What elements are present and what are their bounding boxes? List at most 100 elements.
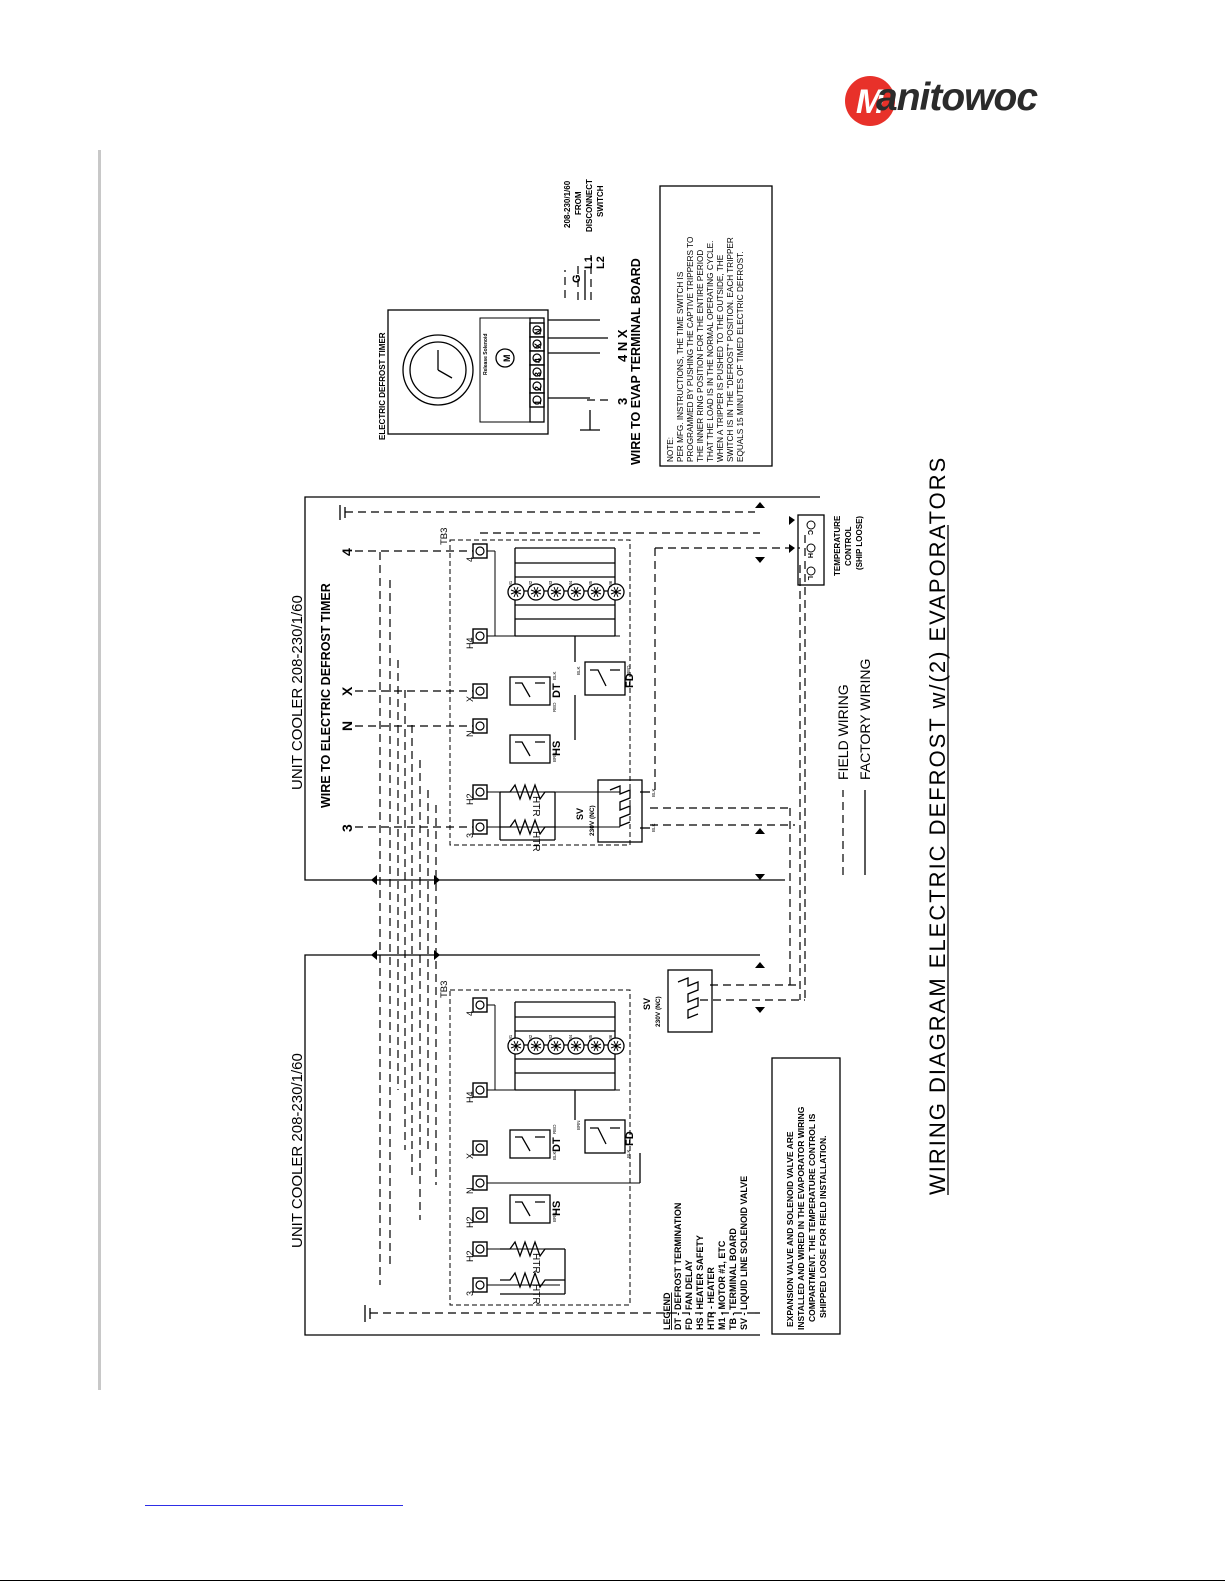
unit1-subtitle: WIRE TO ELECTRIC DEFROST TIMER <box>319 583 333 808</box>
unit1-htr-1: HTR <box>530 796 541 817</box>
footer-link-underline[interactable] <box>145 1505 403 1506</box>
supply-label-2: FROM <box>574 191 583 215</box>
supply-label-4: SWITCH <box>596 185 605 217</box>
expansion-note-4: SHIPPED LOOSE FOR FIELD INSTALLATION. <box>818 1136 828 1318</box>
unit2-htr-2: HTR <box>530 1284 541 1305</box>
note-line-1: NOTE: <box>666 437 675 462</box>
note-line-6: WHEN A TRIPPER IS PUSHED TO THE OUTSIDE,… <box>716 254 725 462</box>
unit2-term-h2b: H2 <box>465 1216 475 1228</box>
note-line-7: SWITCH IS IN THE "DEFROST" POSITION. EAC… <box>726 237 735 462</box>
timer-digit-4: 4 <box>533 358 543 363</box>
unit1-motor-4: M4 <box>568 580 573 587</box>
unit1-wire-code-2: RED <box>552 702 557 712</box>
note-line-2: PER MFG. INSTRUCTIONS, THE TIME SWITCH I… <box>676 271 685 462</box>
wire-label-4: 4 <box>339 548 355 556</box>
logo-mark-icon: M <box>845 76 895 126</box>
unit1-wire-code-5: BLK <box>576 666 581 675</box>
unit2-term-n: N <box>465 1188 475 1195</box>
supply-g: G <box>571 274 583 283</box>
unit1-wire-code-7: BLK <box>651 788 656 797</box>
unit1-term-h4: H4 <box>465 637 475 649</box>
timer-digit-n: N <box>533 329 543 336</box>
unit2-motor-4: M4 <box>568 1034 573 1041</box>
tc-label-2: CONTROL <box>844 526 853 566</box>
unit2-motor-2: M2 <box>528 1034 533 1041</box>
tc-term-c: C <box>806 530 813 535</box>
unit1-sv-rating: 230V (NC) <box>589 805 596 836</box>
manitowoc-logo: M anitowoc <box>842 70 1082 132</box>
note-line-5: THAT THE LOAD IS IN THE NORMAL OPERATING… <box>706 241 715 462</box>
expansion-note-3: COMPARTMENT. THE TEMPERATURE CONTROL IS <box>807 1113 817 1322</box>
wire-label-n: N <box>339 721 355 731</box>
timer-digit-1: 1 <box>533 400 543 405</box>
unit2-wire-code-1: BRN <box>552 1212 557 1222</box>
timer-terminal-4nx: 4 N X <box>615 329 630 362</box>
page-bottom-rule <box>0 1580 1225 1581</box>
legend-item-dt: DT - DEFROST TERMINATION <box>673 1203 683 1330</box>
unit2-tb-label: TB3 <box>439 981 450 998</box>
unit2-wire-code-4: BRN <box>576 1120 581 1130</box>
legend-item-sv: SV - LIQUID LINE SOLENOID VALVE <box>739 1176 749 1330</box>
unit2-term-3: 3 <box>465 1291 475 1296</box>
legend-item-hs: HS - HEATER SAFETY <box>695 1235 705 1330</box>
unit2-wire-code-2: BLK <box>552 1151 557 1160</box>
expansion-note-2: INSTALLED AND WIRED IN THE EVAPORATOR WI… <box>796 1106 806 1330</box>
tc-label-3: (SHIP LOOSE) <box>855 516 864 570</box>
unit1-term-n: N <box>465 731 475 738</box>
timer-solenoid-label: Release Solenoid <box>483 334 489 375</box>
logo-wordmark: anitowoc <box>876 76 1038 119</box>
logo-mark-letter: M <box>856 83 885 121</box>
unit1-motor-5: M5 <box>588 580 593 587</box>
legend-item-htr: HTR - HEATER <box>706 1267 716 1330</box>
unit2-term-x: X <box>465 1153 475 1159</box>
unit2-motor-3: M3 <box>548 1034 553 1041</box>
unit1-sv-label: SV <box>575 808 585 820</box>
unit1-term-h2: H2 <box>465 793 475 805</box>
supply-l2: L2 <box>595 256 607 269</box>
unit2-hs-label: HS <box>551 1201 563 1216</box>
note-line-8: EQUALS 15 MINUTES OF TIMED ELECTRIC DEFR… <box>736 252 745 462</box>
unit2-fd-label: FD <box>624 1131 636 1146</box>
tc-term-l: L <box>806 576 813 581</box>
unit1-hs-label: HS <box>551 741 563 756</box>
unit1-tb-label: TB3 <box>439 528 450 545</box>
note-line-4: THE INNER RING POSITION FOR THE ENTIRE P… <box>696 250 705 462</box>
timer-digit-x: X <box>533 343 543 349</box>
unit1-term-3: 3 <box>465 833 475 838</box>
timer-digit-2: 2 <box>533 386 543 391</box>
unit2-dt-label: DT <box>551 1137 563 1152</box>
unit1-motor-1: M1 <box>508 580 513 587</box>
diagram-title: WIRING DIAGRAM ELECTRIC DEFROST w/(2) EV… <box>925 456 950 1195</box>
unit2-motor-5: M5 <box>588 1034 593 1041</box>
supply-l1: L1 <box>583 256 595 269</box>
unit1-wire-code-3: BRN <box>552 752 557 762</box>
unit2-title: UNIT COOLER 208-230/1/60 <box>289 1053 306 1248</box>
unit2-sv-label: SV <box>642 998 652 1010</box>
factory-wiring-label: FACTORY WIRING <box>857 659 873 780</box>
timer-terminal-3: 3 <box>615 398 630 405</box>
wire-label-3: 3 <box>339 824 355 832</box>
unit1-wire-code-1: BLK <box>651 823 656 832</box>
supply-label-3: DISCONNECT <box>585 179 594 232</box>
wire-label-x: X <box>339 686 355 696</box>
timer-title: ELECTRIC DEFROST TIMER <box>378 332 387 440</box>
unit2-sv-rating: 230V (NC) <box>655 996 662 1027</box>
unit2-motor-1: M1 <box>508 1034 513 1041</box>
unit1-term-x: X <box>465 696 475 702</box>
unit1-motor-6: M6 <box>608 580 613 587</box>
expansion-note-1: EXPANSION VALVE AND SOLENOID VALVE ARE <box>785 1131 795 1327</box>
legend-item-tb: TB - TERMINAL BOARD <box>728 1228 738 1330</box>
page-margin-rule <box>98 150 101 1390</box>
legend-title: LEGEND <box>662 1292 672 1330</box>
unit1-motor-3: M3 <box>548 580 553 587</box>
unit2-term-h2a: H2 <box>465 1250 475 1262</box>
unit1-title: UNIT COOLER 208-230/1/60 <box>289 595 306 790</box>
supply-label-1: 208-230/1/60 <box>563 180 572 228</box>
legend-item-m1: M1 - MOTOR #1, ETC <box>717 1240 727 1330</box>
unit2-htr-1: HTR <box>530 1253 541 1274</box>
timer-motor-letter: M <box>502 355 512 363</box>
tc-term-h: H <box>806 553 813 558</box>
unit2-wire-code-3: RED <box>552 1124 557 1134</box>
board-label: WIRE TO EVAP TERMINAL BOARD <box>629 258 643 465</box>
